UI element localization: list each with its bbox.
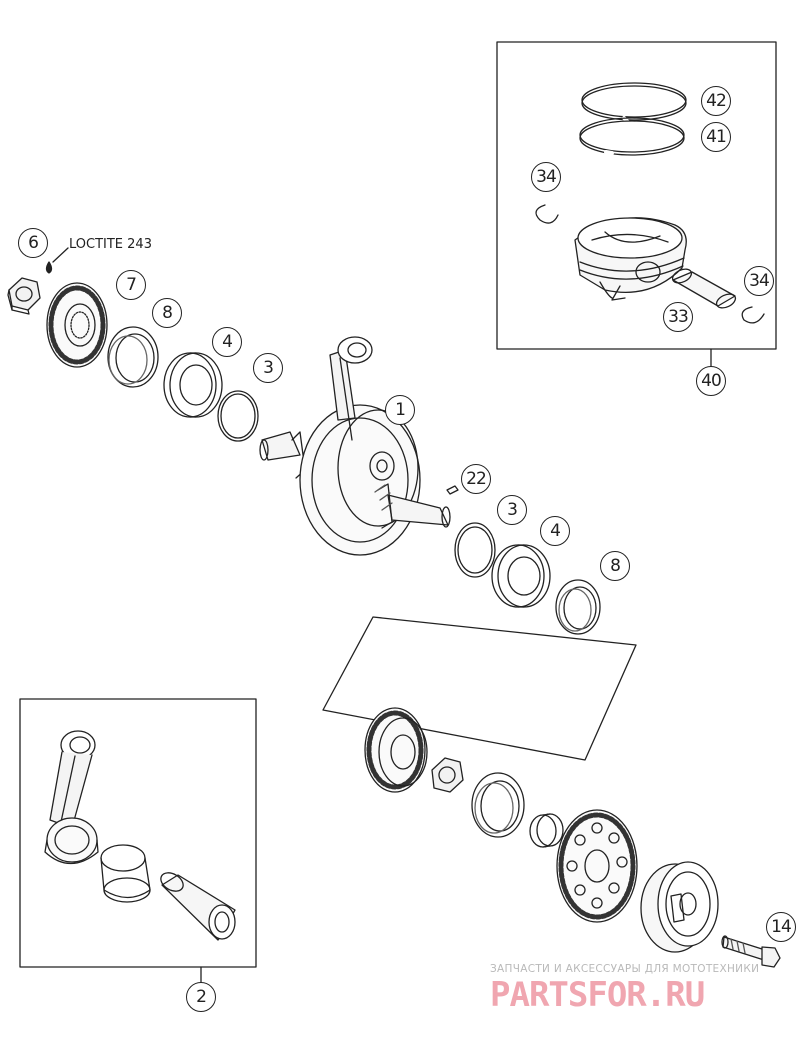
- callout-33: 33: [663, 302, 693, 332]
- crankshaft-1: [259, 336, 451, 556]
- shim-3: [217, 390, 259, 442]
- conrod-bearing: [100, 844, 151, 903]
- callout-41: 41: [701, 122, 731, 152]
- woodruff-key-22: [446, 485, 459, 495]
- conrod-pin: [160, 872, 236, 941]
- large-gear: [556, 809, 638, 923]
- seal-ring-8-right: [555, 579, 601, 635]
- callout-40: 40: [696, 366, 726, 396]
- callout-1: 1: [385, 395, 415, 425]
- callout-7: 7: [116, 270, 146, 300]
- callout-22: 22: [461, 464, 491, 494]
- callout-3-right: 3: [497, 495, 527, 525]
- callout-4-left: 4: [212, 327, 242, 357]
- callout-4-right: 4: [540, 516, 570, 546]
- callout-3-left: 3: [253, 353, 283, 383]
- gear-balancer: [364, 707, 428, 793]
- shim-3-right: [454, 522, 496, 578]
- piston-pin-33: [671, 268, 737, 309]
- connecting-rod: [44, 730, 99, 865]
- nut-6: [7, 277, 41, 315]
- circlip-34-top: [535, 204, 559, 224]
- piston: [574, 217, 687, 301]
- bushing-balancer: [529, 813, 564, 848]
- callout-8-left: 8: [152, 298, 182, 328]
- balancer-group-frame: [322, 616, 637, 761]
- callout-34-top: 34: [531, 162, 561, 192]
- callout-2: 2: [186, 982, 216, 1012]
- callout-14: 14: [766, 912, 796, 942]
- nut-balancer: [431, 757, 464, 793]
- watermark-tagline: ЗАПЧАСТИ И АКСЕССУАРЫ ДЛЯ МОТОТЕХНИКИ: [490, 963, 760, 975]
- piston-kit-box: [496, 41, 777, 367]
- callout-42: 42: [701, 86, 731, 116]
- piston-ring-42: [581, 82, 687, 124]
- seal-ring-balancer: [471, 772, 525, 838]
- bearing-4: [163, 352, 223, 418]
- circlip-34-right: [741, 306, 765, 324]
- conrod-kit-box: [19, 698, 257, 984]
- loctite-drop: [45, 247, 69, 274]
- gear-7: [46, 282, 108, 368]
- rotor-flywheel: [640, 861, 719, 953]
- callout-6: 6: [18, 228, 48, 258]
- piston-ring-41: [579, 117, 685, 156]
- callout-34-right: 34: [744, 266, 774, 296]
- watermark-logo: PARTSFOR.RU: [490, 975, 705, 1015]
- seal-ring-8: [107, 326, 159, 388]
- callout-8-right: 8: [600, 551, 630, 581]
- bearing-4-right: [491, 544, 551, 608]
- bolt-14: [721, 935, 781, 968]
- loctite-note: LOCTITE 243: [69, 237, 152, 252]
